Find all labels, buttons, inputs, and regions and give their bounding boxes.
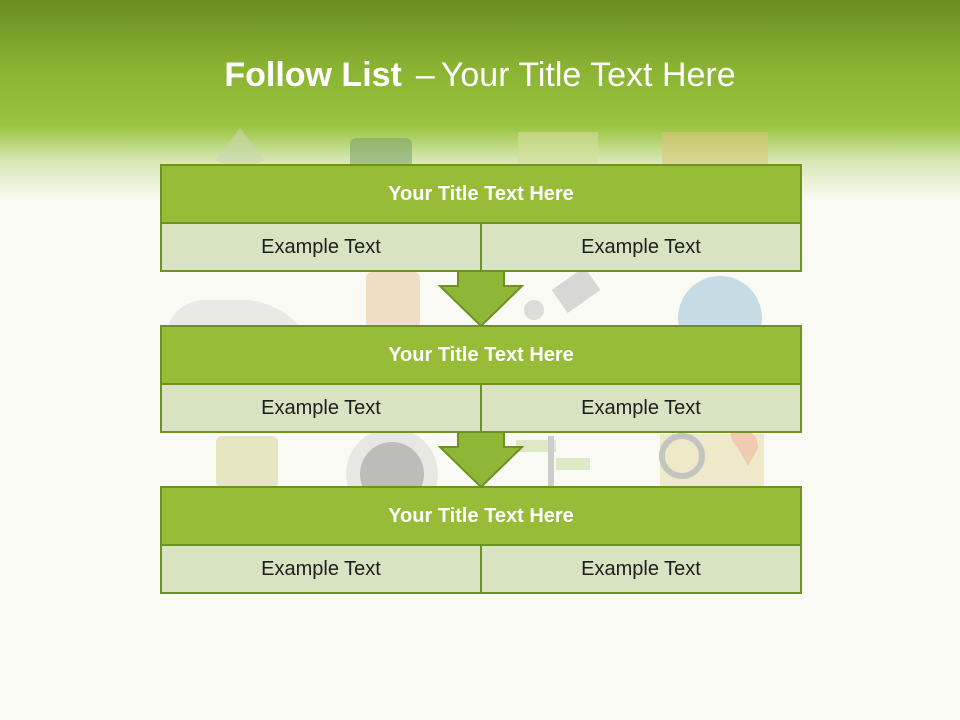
title-rest: Your Title Text Here bbox=[440, 56, 736, 94]
step-cell-left: Example Text bbox=[162, 546, 480, 592]
gps-handheld-icon bbox=[216, 436, 278, 488]
step-cell-left: Example Text bbox=[162, 385, 480, 431]
map-icon bbox=[518, 132, 768, 166]
slide-title: Follow List–Your Title Text Here bbox=[0, 52, 960, 98]
step-block-2: Your Title Text Here Example Text Exampl… bbox=[160, 325, 802, 433]
step-row: Example Text Example Text bbox=[162, 385, 800, 431]
signpost-icon bbox=[516, 436, 590, 488]
step-title: Your Title Text Here bbox=[162, 327, 800, 385]
step-cell-left: Example Text bbox=[162, 224, 480, 270]
down-arrow-icon bbox=[438, 270, 524, 328]
step-cell-right: Example Text bbox=[480, 224, 800, 270]
step-block-3: Your Title Text Here Example Text Exampl… bbox=[160, 486, 802, 594]
step-row: Example Text Example Text bbox=[162, 546, 800, 592]
step-block-1: Your Title Text Here Example Text Exampl… bbox=[160, 164, 802, 272]
down-arrow-icon bbox=[438, 431, 524, 489]
road-sign-icon bbox=[350, 138, 412, 168]
magnifier-map-icon bbox=[659, 430, 764, 488]
gps-device-icon bbox=[366, 272, 420, 328]
title-separator: – bbox=[415, 56, 435, 94]
step-row: Example Text Example Text bbox=[162, 224, 800, 270]
car-icon bbox=[168, 300, 300, 326]
satellite-icon bbox=[524, 267, 601, 320]
step-title: Your Title Text Here bbox=[162, 166, 800, 224]
step-cell-right: Example Text bbox=[480, 385, 800, 431]
step-title: Your Title Text Here bbox=[162, 488, 800, 546]
step-cell-right: Example Text bbox=[480, 546, 800, 592]
title-bold: Follow List bbox=[224, 56, 402, 94]
map-pin-icon bbox=[215, 128, 265, 170]
